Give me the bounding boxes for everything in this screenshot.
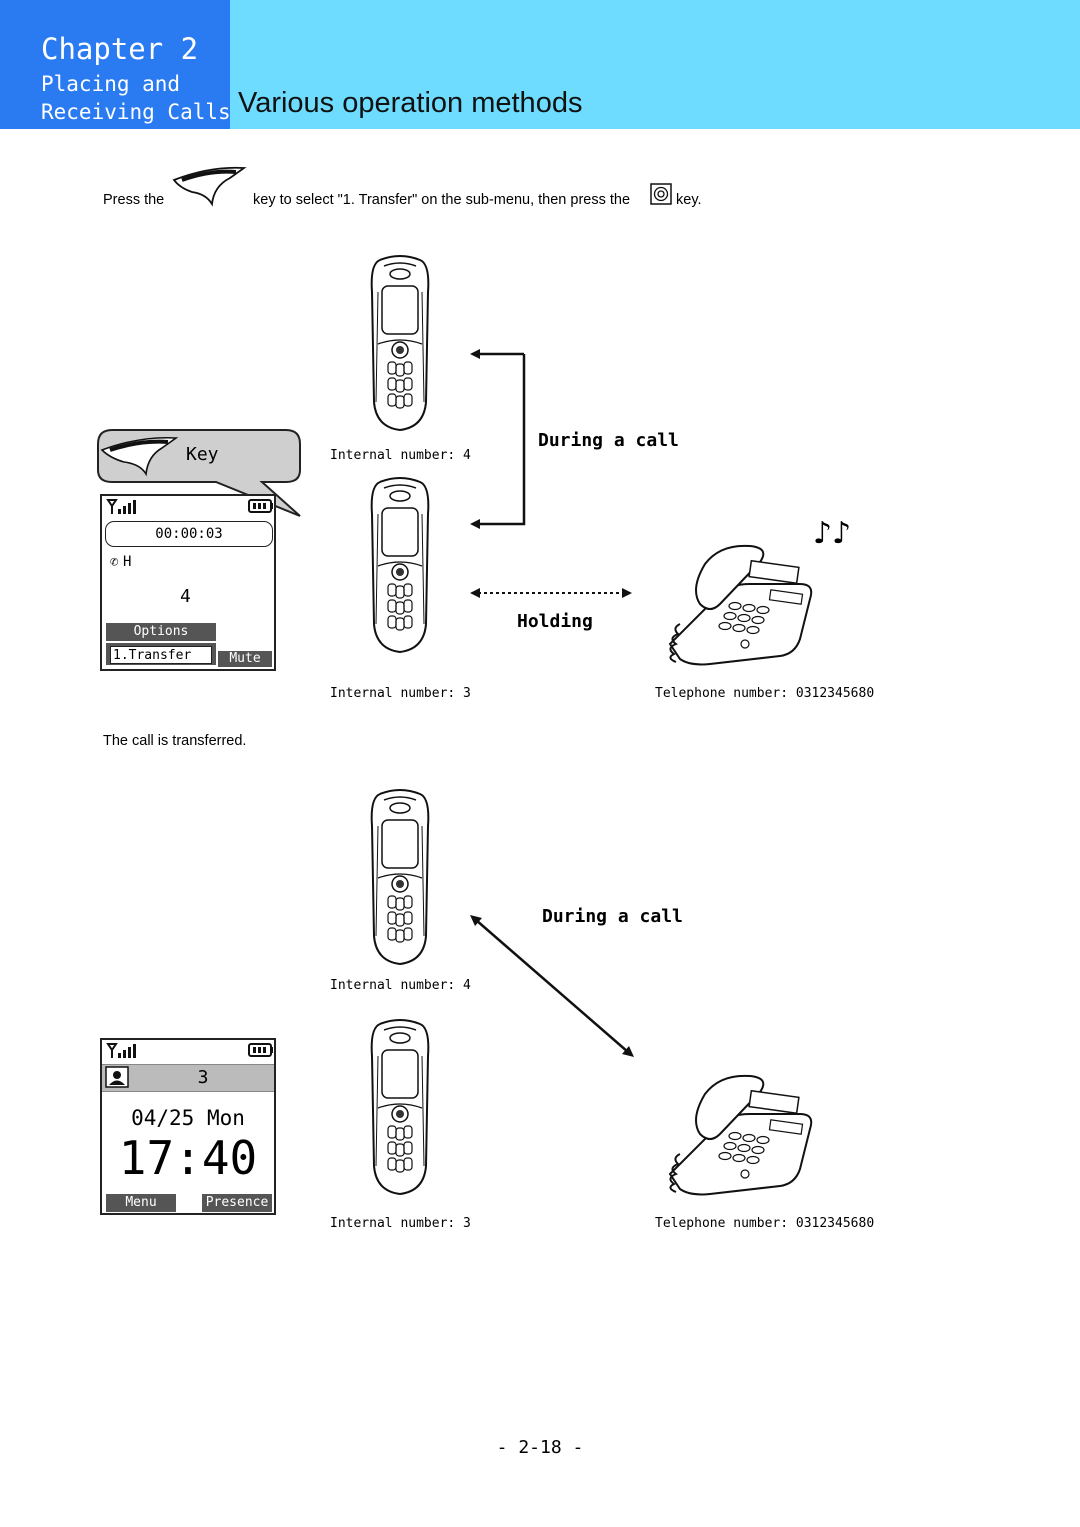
section-title-line2: Receiving Calls <box>41 100 231 124</box>
section-title-line1: Placing and <box>41 72 181 96</box>
chapter-title: Chapter 2 <box>41 32 199 66</box>
handset-icon: ✆ <box>110 554 119 570</box>
transferred-call-arrow <box>470 915 634 1057</box>
handset-internal-3 <box>370 477 430 653</box>
telephone-number-label-2: Telephone number: 0312345680 <box>655 1216 875 1231</box>
call-timer: 00:00:03 <box>105 521 273 547</box>
desk-telephone-2 <box>669 1074 813 1196</box>
handset-internal-4-after <box>370 789 430 965</box>
holding-dotted-arrow <box>470 588 632 598</box>
phone-screen-call: 00:00:03 ✆ H 4 Options 1.Transfer Mute <box>100 494 276 671</box>
soft-key-icon <box>172 166 247 207</box>
extension-number: 3 <box>197 1067 209 1088</box>
date-display: 04/25 Mon <box>131 1106 245 1130</box>
state-holding: Holding <box>517 611 593 632</box>
title-banner <box>230 0 1080 129</box>
battery-icon <box>248 1043 273 1057</box>
transferred-text: The call is transferred. <box>103 733 247 749</box>
line-indicator: H <box>123 554 132 570</box>
signal-icon <box>106 1043 136 1058</box>
internal-number-label-top: Internal number: 4 <box>330 448 471 463</box>
handset-internal-4 <box>370 255 430 431</box>
call-connection-arrows <box>470 349 526 529</box>
select-key-icon <box>650 183 672 205</box>
desk-telephone <box>669 544 813 666</box>
state-during-call: During a call <box>538 430 679 451</box>
signal-icon <box>106 499 136 514</box>
handset-internal-3-after <box>370 1019 430 1195</box>
phone-screen-idle: 3 04/25 Mon 17:40 Menu Presence <box>100 1038 276 1215</box>
softkey-mute[interactable]: Mute <box>218 651 272 667</box>
ringing-music-icon: ♪♪ <box>813 516 852 551</box>
internal-number-label-top-2: Internal number: 4 <box>330 978 471 993</box>
telephone-number-label: Telephone number: 0312345680 <box>655 686 875 701</box>
clock-display: 17:40 <box>118 1131 258 1185</box>
options-menu-header: Options <box>106 623 216 641</box>
dialed-number: 4 <box>180 586 191 607</box>
chapter-banner <box>0 0 230 129</box>
callout-label: Key <box>186 444 219 465</box>
status-strip <box>102 1064 274 1092</box>
instruction-text-3: key. <box>676 192 702 208</box>
page-number: - 2-18 - <box>496 1437 584 1458</box>
softkey-menu[interactable]: Menu <box>106 1194 176 1212</box>
battery-icon <box>248 499 273 513</box>
softkey-presence[interactable]: Presence <box>202 1194 272 1212</box>
instruction-text-1: Press the <box>103 192 165 208</box>
state-during-call-2: During a call <box>542 906 683 927</box>
page-title: Various operation methods <box>238 87 583 119</box>
instruction-text-2: key to select "1. Transfer" on the sub-m… <box>253 192 631 208</box>
menu-item-transfer[interactable]: 1.Transfer <box>110 646 212 664</box>
contact-icon <box>105 1066 129 1088</box>
internal-number-label-bottom: Internal number: 3 <box>330 686 471 701</box>
internal-number-label-bottom-2: Internal number: 3 <box>330 1216 471 1231</box>
